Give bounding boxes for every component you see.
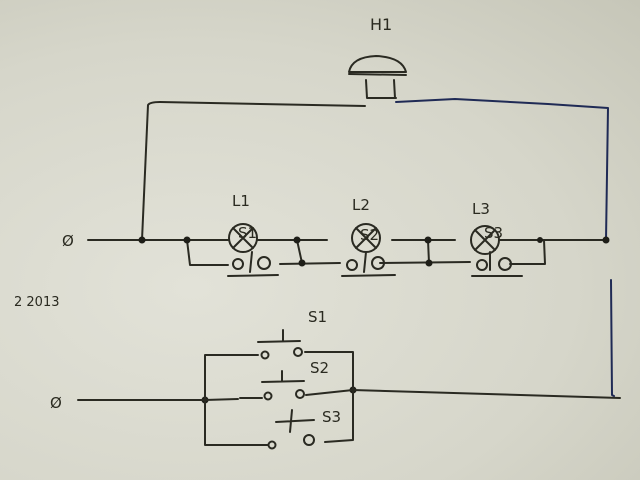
wire-buzzer-right <box>395 98 609 241</box>
label-s1-lower: S1 <box>308 308 327 326</box>
date-note: 2 2013 <box>14 295 60 310</box>
label-s2-upper: S2 <box>360 226 379 244</box>
lamp-l1-icon <box>228 223 258 253</box>
lamp-l3-icon <box>470 225 500 255</box>
wire-lower <box>77 351 621 446</box>
pushbutton-s1-lower-icon <box>257 329 303 360</box>
label-l1: L1 <box>232 192 250 210</box>
label-s1-upper: S1 <box>238 224 257 242</box>
buzzer-h1-icon <box>348 55 407 99</box>
label-s3-lower: S3 <box>322 408 341 426</box>
wire-branch <box>186 239 546 266</box>
wire-right-down <box>610 279 615 397</box>
label-s3-upper: S3 <box>484 224 503 242</box>
switch-s3-upper-icon <box>471 251 523 277</box>
label-s2-lower: S2 <box>310 359 329 377</box>
switch-s2-upper-icon <box>341 251 396 277</box>
label-l2: L2 <box>352 196 370 214</box>
wire-buzzer-left <box>141 101 366 241</box>
label-l3: L3 <box>472 200 490 218</box>
terminal-bottom: Ø <box>50 394 62 412</box>
pushbutton-s2-lower-icon <box>261 370 305 401</box>
switch-s1-upper-icon <box>227 251 279 277</box>
junction-dots <box>138 236 610 404</box>
label-h1: H1 <box>370 15 392 34</box>
terminal-top: Ø <box>62 232 74 250</box>
pushbutton-s3-lower-icon <box>267 409 315 450</box>
